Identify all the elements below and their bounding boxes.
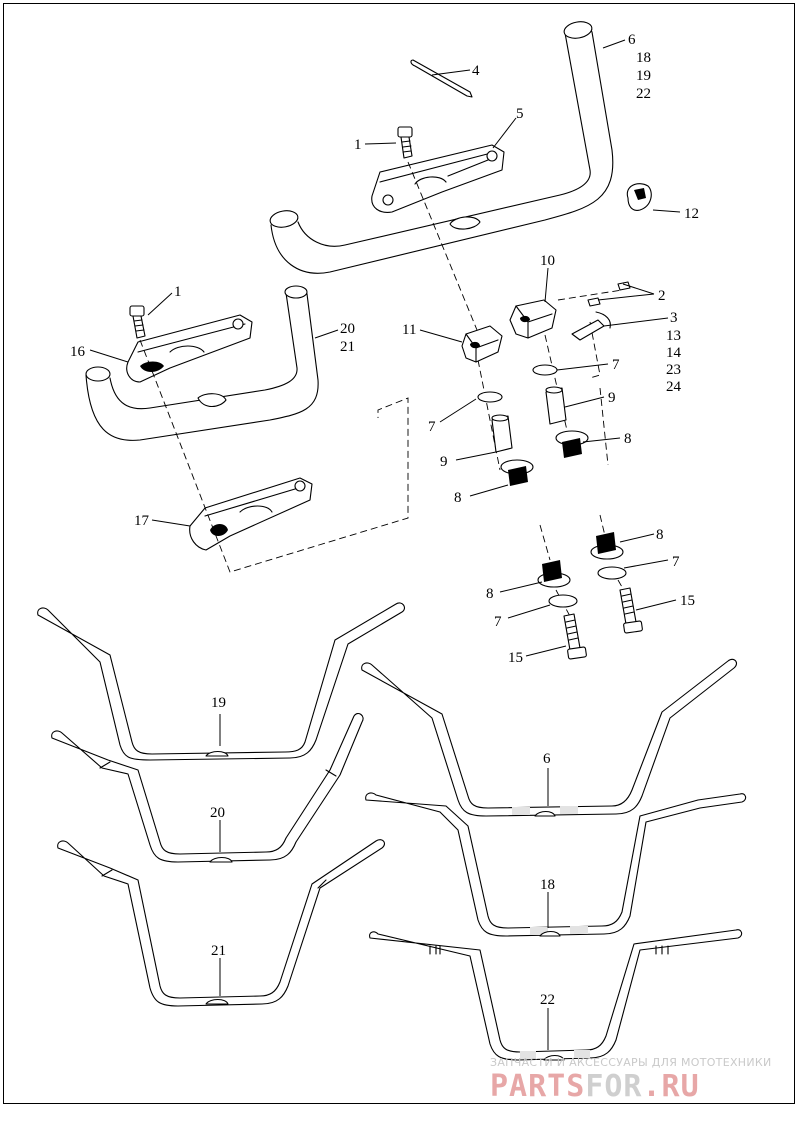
label-13: 13 — [666, 328, 681, 344]
label-7b: 7 — [428, 419, 436, 435]
label-2: 2 — [658, 288, 666, 304]
callouts: 6 18 19 22 4 5 1 12 1 20 21 16 17 10 11 … — [70, 32, 699, 1008]
label-8c: 8 — [656, 527, 664, 543]
label-16: 16 — [70, 344, 86, 360]
label-1-top: 1 — [354, 137, 362, 153]
label-bar-20: 20 — [210, 805, 225, 821]
label-4: 4 — [472, 63, 480, 79]
handlebar-22 — [369, 929, 743, 1061]
label-20: 20 — [340, 321, 355, 337]
diagram-frame — [3, 3, 795, 1104]
wire-clip — [626, 183, 652, 211]
handlebar-6 — [361, 658, 737, 817]
clamp-left — [126, 314, 253, 383]
label-7d: 7 — [494, 614, 502, 630]
label-bar-18: 18 — [540, 877, 555, 893]
handlebar-19 — [37, 602, 405, 761]
watermark-tagline: ЗАПЧАСТИ И АКСЕССУАРЫ ДЛЯ МОТОТЕХНИКИ — [490, 1056, 772, 1069]
label-6: 6 — [628, 32, 636, 48]
label-18: 18 — [636, 50, 651, 66]
handlebar-20 — [51, 713, 364, 863]
bolt-top — [397, 126, 413, 159]
label-11: 11 — [402, 322, 416, 338]
label-12: 12 — [684, 206, 699, 222]
handlebar-21 — [57, 839, 385, 1007]
label-5: 5 — [516, 106, 524, 122]
watermark-brand-c: .RU — [643, 1069, 700, 1104]
leader-lines — [89, 39, 681, 1050]
lower-clamp — [189, 477, 313, 551]
handlebar-mid-left — [85, 285, 319, 441]
bolt-left — [129, 305, 146, 339]
label-10: 10 — [540, 253, 555, 269]
label-23: 23 — [666, 362, 681, 378]
riser-handlebar-top — [269, 21, 614, 274]
label-21: 21 — [340, 339, 355, 355]
label-15b: 15 — [508, 650, 523, 666]
label-15a: 15 — [680, 593, 695, 609]
label-9a: 9 — [608, 390, 616, 406]
label-24: 24 — [666, 379, 682, 395]
watermark-brand-a: PARTS — [490, 1069, 585, 1104]
washers — [477, 364, 627, 608]
watermark-brand-b: FOR — [585, 1069, 642, 1104]
label-17: 17 — [134, 513, 150, 529]
label-3: 3 — [670, 310, 678, 326]
label-14: 14 — [666, 345, 682, 361]
label-9b: 9 — [440, 454, 448, 470]
label-19: 19 — [636, 68, 651, 84]
riser-10 — [509, 299, 557, 339]
label-7a: 7 — [612, 357, 620, 373]
riser-11 — [461, 325, 503, 363]
cable-strap — [410, 59, 473, 98]
label-bar-19: 19 — [211, 695, 226, 711]
label-8a: 8 — [624, 431, 632, 447]
label-8d: 8 — [486, 586, 494, 602]
label-7c: 7 — [672, 554, 680, 570]
label-bar-21: 21 — [211, 943, 226, 959]
watermark: ЗАПЧАСТИ И АКСЕССУАРЫ ДЛЯ МОТОТЕХНИКИ PA… — [490, 1056, 772, 1104]
label-bar-6: 6 — [543, 751, 551, 767]
top-clamp — [371, 144, 505, 213]
label-22: 22 — [636, 86, 651, 102]
handlebar-18 — [365, 792, 747, 937]
bushings — [500, 430, 624, 588]
watermark-brand: PARTSFOR.RU — [490, 1069, 700, 1104]
label-1-left: 1 — [174, 284, 182, 300]
screws-2 — [587, 281, 631, 307]
label-bar-22: 22 — [540, 992, 555, 1008]
label-8b: 8 — [454, 490, 462, 506]
spacers — [491, 386, 567, 453]
bolts-15 — [563, 587, 643, 660]
